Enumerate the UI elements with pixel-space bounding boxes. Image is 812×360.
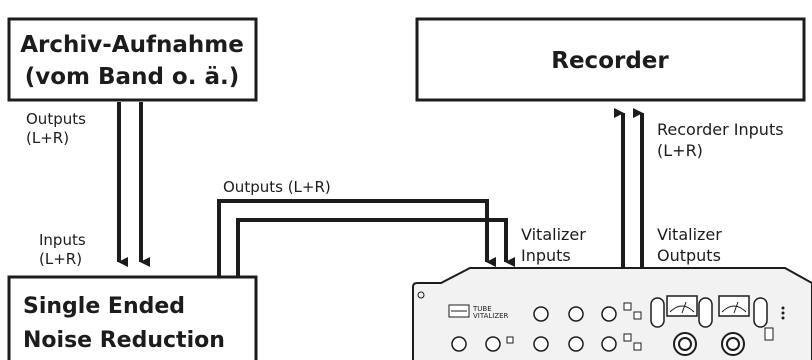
tube-window-icon	[698, 297, 713, 328]
knob-icon	[451, 336, 467, 352]
knob-icon	[533, 306, 549, 322]
recorder-inputs-label-line1: Recorder Inputs	[657, 120, 784, 139]
edge-archive-to-noise-reduction	[117, 102, 150, 267]
archive-title-line2: (vom Band o. ä.)	[25, 64, 240, 90]
knob-icon	[533, 336, 549, 352]
vitalizer-device: TUBE VITALIZER	[412, 267, 812, 360]
knob-icon	[601, 336, 617, 352]
vitalizer-brand-line1: TUBE	[472, 305, 492, 313]
vitalizer-switches	[506, 302, 774, 351]
vitalizer-indicators	[781, 306, 785, 320]
archive-outputs-label-line1: Outputs	[26, 110, 86, 128]
noise-reduction-title-line2: Noise Reduction	[23, 328, 225, 353]
noise-reduction-title-line1: Single Ended	[23, 294, 185, 319]
knob-icon	[568, 306, 584, 322]
nr-outputs-label: Outputs (L+R)	[223, 178, 331, 196]
vitalizer-large-knobs	[673, 332, 745, 356]
vitalizer-knobs-lower	[451, 336, 617, 352]
vitalizer-outputs-label: Vitalizer Outputs	[657, 225, 722, 265]
vitalizer-inputs-label: Vitalizer Inputs	[521, 225, 586, 265]
vitalizer-inputs-label-line2: Inputs	[521, 246, 571, 265]
nr-output-inner-line	[236, 218, 515, 276]
vitalizer-outputs-label-line1: Vitalizer	[657, 225, 722, 244]
archive-outputs-label-line2: (L+R)	[26, 129, 69, 147]
vitalizer-inputs-label-line1: Vitalizer	[521, 225, 586, 244]
recorder-inputs-label-line2: (L+R)	[657, 141, 703, 160]
archive-outputs-label: Outputs (L+R)	[26, 110, 86, 147]
tube-window-icon	[753, 297, 768, 328]
edge-vitalizer-to-recorder	[614, 108, 644, 276]
nr-output-outer-line	[217, 199, 496, 276]
nr-inputs-label-line1: Inputs	[39, 231, 86, 249]
tube-window-icon	[650, 297, 665, 328]
vitalizer-tube-windows	[650, 297, 768, 328]
vitalizer-vu-meters	[666, 295, 750, 317]
noise-reduction-node: Single Ended Noise Reduction	[7, 275, 258, 360]
recorder-inputs-label: Recorder Inputs (L+R)	[657, 120, 784, 160]
recorder-title: Recorder	[551, 48, 669, 74]
archive-node: Archiv-Aufnahme (vom Band o. ä.)	[7, 17, 258, 102]
vitalizer-knobs-upper	[533, 306, 617, 322]
vitalizer-logo: TUBE VITALIZER	[448, 304, 509, 320]
recorder-node: Recorder	[415, 17, 806, 102]
knob-icon	[568, 336, 584, 352]
nr-inputs-label-line2: (L+R)	[39, 250, 82, 268]
knob-icon	[601, 306, 617, 322]
vitalizer-brand-line2: VITALIZER	[473, 312, 509, 320]
knob-icon	[485, 336, 501, 352]
nr-inputs-label: Inputs (L+R)	[39, 231, 86, 268]
archive-title-line1: Archiv-Aufnahme	[20, 32, 244, 58]
vitalizer-outputs-label-line2: Outputs	[657, 246, 721, 265]
edge-noise-reduction-to-vitalizer	[217, 199, 515, 276]
